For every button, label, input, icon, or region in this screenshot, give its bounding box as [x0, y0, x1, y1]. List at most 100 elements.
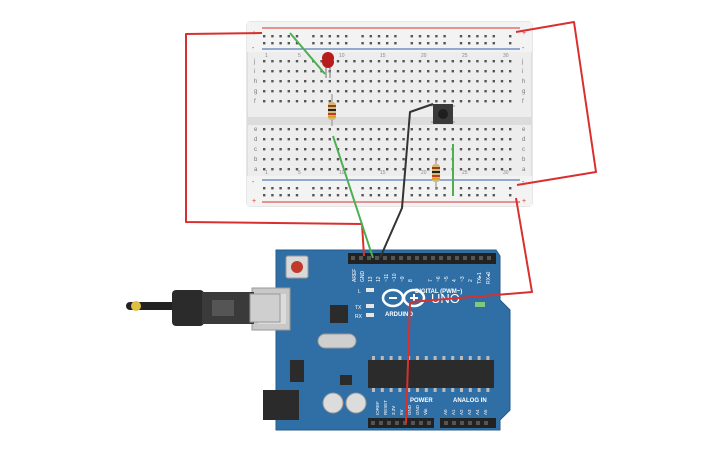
breadboard-hole [320, 168, 323, 171]
rail-hole [410, 35, 413, 38]
breadboard-hole [377, 128, 381, 131]
rail-hole [263, 35, 266, 38]
breadboard-hole [500, 168, 504, 171]
green-wire-pin13[interactable] [332, 135, 374, 259]
mcu-pin [451, 356, 455, 360]
rail-hole [328, 187, 331, 190]
bottom-header-pins[interactable] [371, 421, 488, 425]
breadboard-hole [476, 70, 479, 73]
svg-text:j: j [521, 59, 523, 65]
svg-text:e: e [254, 127, 258, 133]
rail-hole [361, 194, 364, 197]
red-wire-left[interactable] [185, 32, 365, 257]
green-wire-led[interactable] [289, 32, 326, 75]
red-wire-right-bottom[interactable] [405, 197, 533, 424]
rail-hole [459, 194, 463, 197]
analog-pin [444, 421, 448, 425]
atmega-microcontroller [368, 360, 494, 388]
breadboard-hole [459, 100, 463, 103]
digital-header-pins[interactable] [351, 256, 491, 260]
breadboard-hole [369, 100, 372, 103]
breadboard-hole [287, 128, 290, 131]
breadboard-hole [263, 90, 266, 93]
usb-cable-icon[interactable] [126, 290, 281, 326]
breadboard-hole [410, 168, 413, 171]
breadboard-hole [418, 148, 422, 151]
svg-text:h: h [254, 79, 257, 85]
svg-text:e: e [522, 127, 526, 133]
breadboard-hole [476, 168, 479, 171]
breadboard-hole [320, 80, 323, 83]
resistor-icon[interactable] [328, 94, 336, 126]
breadboard-hole [377, 100, 381, 103]
breadboard-hole [484, 128, 487, 131]
rail-hole [386, 42, 389, 45]
breadboard-hole [468, 138, 471, 141]
breadboard-hole [287, 60, 290, 63]
mcu-pin [477, 388, 481, 392]
breadboard-hole [320, 100, 323, 103]
rail-hole [287, 42, 290, 45]
svg-text:15: 15 [380, 53, 386, 59]
svg-text:~10: ~10 [392, 273, 398, 282]
breadboard-hole [427, 70, 430, 73]
rail-hole [443, 194, 446, 197]
mcu-pin [424, 388, 428, 392]
header-pin [431, 256, 435, 260]
breadboard-hole [320, 138, 323, 141]
rail-hole [271, 187, 274, 190]
analog-pin [484, 421, 488, 425]
rail-hole [328, 35, 331, 38]
power-header[interactable] [368, 418, 434, 428]
header-pin [375, 256, 379, 260]
breadboard-hole [377, 168, 381, 171]
breadboard-hole [345, 60, 348, 63]
black-wire-gnd[interactable] [379, 103, 434, 259]
breadboard-hole [263, 100, 266, 103]
svg-text:15: 15 [380, 170, 386, 176]
usb-controller-chip [330, 305, 348, 323]
svg-text:GND: GND [360, 271, 366, 283]
breadboard-hole [484, 138, 487, 141]
pushbutton-icon[interactable] [431, 104, 455, 124]
svg-text:f: f [254, 99, 256, 105]
breadboard-hole [295, 148, 299, 151]
power-pin [419, 421, 423, 425]
mcu-pin [416, 388, 419, 392]
breadboard-hole [295, 80, 299, 83]
breadboard-holes [263, 35, 512, 197]
rail-hole [484, 42, 487, 45]
svg-text:~5: ~5 [444, 276, 450, 282]
led-icon[interactable] [322, 52, 334, 78]
rail-hole [287, 187, 290, 190]
breadboard-hole [443, 128, 446, 131]
rail-hole [459, 35, 463, 38]
breadboard-hole [353, 70, 356, 73]
breadboard-hole [402, 90, 405, 93]
rail-hole [336, 187, 340, 190]
rail-hole [476, 42, 479, 45]
breadboard-hole [304, 168, 307, 171]
wires[interactable] [185, 21, 597, 424]
breadboard-hole [336, 60, 340, 63]
svg-text:c: c [522, 147, 525, 153]
svg-text:~3: ~3 [460, 276, 466, 282]
digital-pin-labels: AREF GND 13 12 ~11 ~10 ~9 8 7 ~6 ~5 4 ~3… [352, 269, 492, 284]
red-wire-right-top[interactable] [515, 21, 597, 186]
breadboard-hole [345, 158, 348, 161]
resistor-icon-2[interactable] [432, 158, 440, 190]
rail-hole [377, 187, 381, 190]
rail-hole [312, 187, 315, 190]
reset-button-cap[interactable] [291, 261, 303, 273]
rail-minus-bottom-left: - [252, 179, 255, 186]
arduino-uno-board[interactable]: AREF GND 13 12 ~11 ~10 ~9 8 7 ~6 ~5 4 ~3… [251, 249, 511, 431]
rail-hole [418, 42, 422, 45]
rail-hole [295, 35, 299, 38]
breadboard-hole [361, 148, 364, 151]
breadboard-hole [386, 70, 389, 73]
digital-header[interactable] [348, 253, 496, 264]
breadboard-hole [353, 138, 356, 141]
svg-text:A2: A2 [459, 409, 464, 415]
breadboard[interactable]: + - + - - + - + j i h g f e d c b a j i … [246, 21, 533, 207]
